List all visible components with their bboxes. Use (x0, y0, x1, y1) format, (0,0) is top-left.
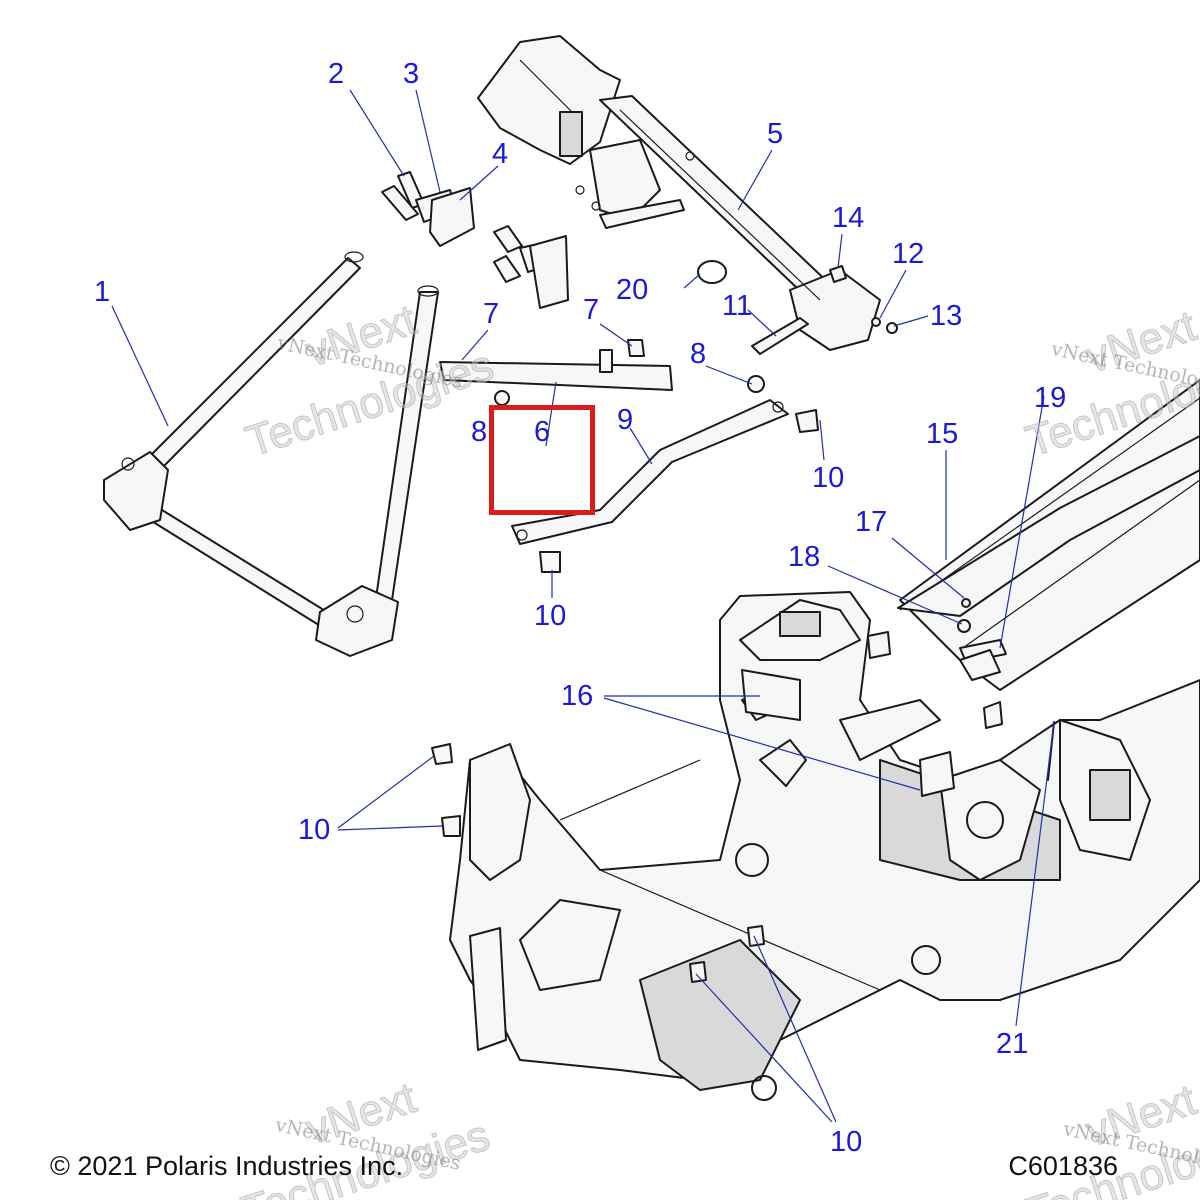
callout-10-brace-upper[interactable]: 10 (812, 462, 845, 494)
part-10-chassis-bolt-4 (747, 925, 765, 947)
part-18-clip (957, 619, 971, 633)
part-10-bolt-upper (795, 409, 819, 433)
part-12-washer (871, 317, 881, 327)
callout-11[interactable]: 11 (722, 290, 753, 322)
part-10-chassis-bolt-2 (441, 815, 461, 837)
callout-2[interactable]: 2 (328, 58, 345, 90)
callout-3[interactable]: 3 (403, 58, 420, 90)
callout-7-left[interactable]: 7 (483, 298, 500, 330)
callout-10-brace-lower[interactable]: 10 (534, 600, 567, 632)
callout-5[interactable]: 5 (767, 118, 784, 150)
callout-14[interactable]: 14 (832, 202, 865, 234)
callout-10-chassis-bottom[interactable]: 10 (830, 1126, 863, 1158)
callout-4[interactable]: 4 (492, 138, 509, 170)
part-14-nut (829, 265, 847, 283)
callout-16[interactable]: 16 (561, 680, 594, 712)
callout-17[interactable]: 17 (855, 506, 888, 538)
callout-18[interactable]: 18 (788, 541, 821, 573)
part-10-chassis-bolt-1 (431, 743, 453, 765)
callout-6[interactable]: 6 (534, 416, 551, 448)
part-10-bolt-lower (539, 551, 561, 573)
part-15-plate (897, 435, 1200, 617)
part-17-screw (961, 598, 971, 608)
callout-13[interactable]: 13 (930, 300, 963, 332)
leader-lines (111, 89, 1055, 1123)
part-20-clip (697, 260, 727, 284)
callout-19[interactable]: 19 (1034, 382, 1067, 414)
part-6-cross-bar (439, 339, 673, 406)
part-1-tube-frame (103, 251, 439, 657)
part-11-link (751, 317, 809, 355)
callout-8-left[interactable]: 8 (471, 416, 488, 448)
figure-code: C601836 (1008, 1151, 1118, 1181)
callout-9[interactable]: 9 (617, 404, 634, 436)
part-13-nut (886, 322, 898, 334)
callout-10-chassis-left[interactable]: 10 (298, 814, 331, 846)
callout-1[interactable]: 1 (94, 276, 111, 308)
callout-8-right[interactable]: 8 (690, 338, 707, 370)
bolts-and-brackets-2-3-4 (381, 151, 695, 309)
part-9-brace (511, 375, 789, 545)
part-16-label-b (919, 751, 955, 797)
part-16-label-a (741, 669, 801, 721)
callout-7-right[interactable]: 7 (583, 294, 600, 326)
part-5-upper-frame (477, 35, 881, 351)
callout-12[interactable]: 12 (892, 238, 925, 270)
callout-15[interactable]: 15 (926, 418, 959, 450)
callout-20[interactable]: 20 (616, 274, 649, 306)
highlight-box-part-6 (489, 405, 595, 515)
part-19-decal (959, 649, 1001, 681)
part-10-chassis-bolt-3 (689, 961, 707, 983)
callout-21[interactable]: 21 (996, 1028, 1029, 1060)
copyright-text: © 2021 Polaris Industries Inc. (50, 1151, 404, 1181)
